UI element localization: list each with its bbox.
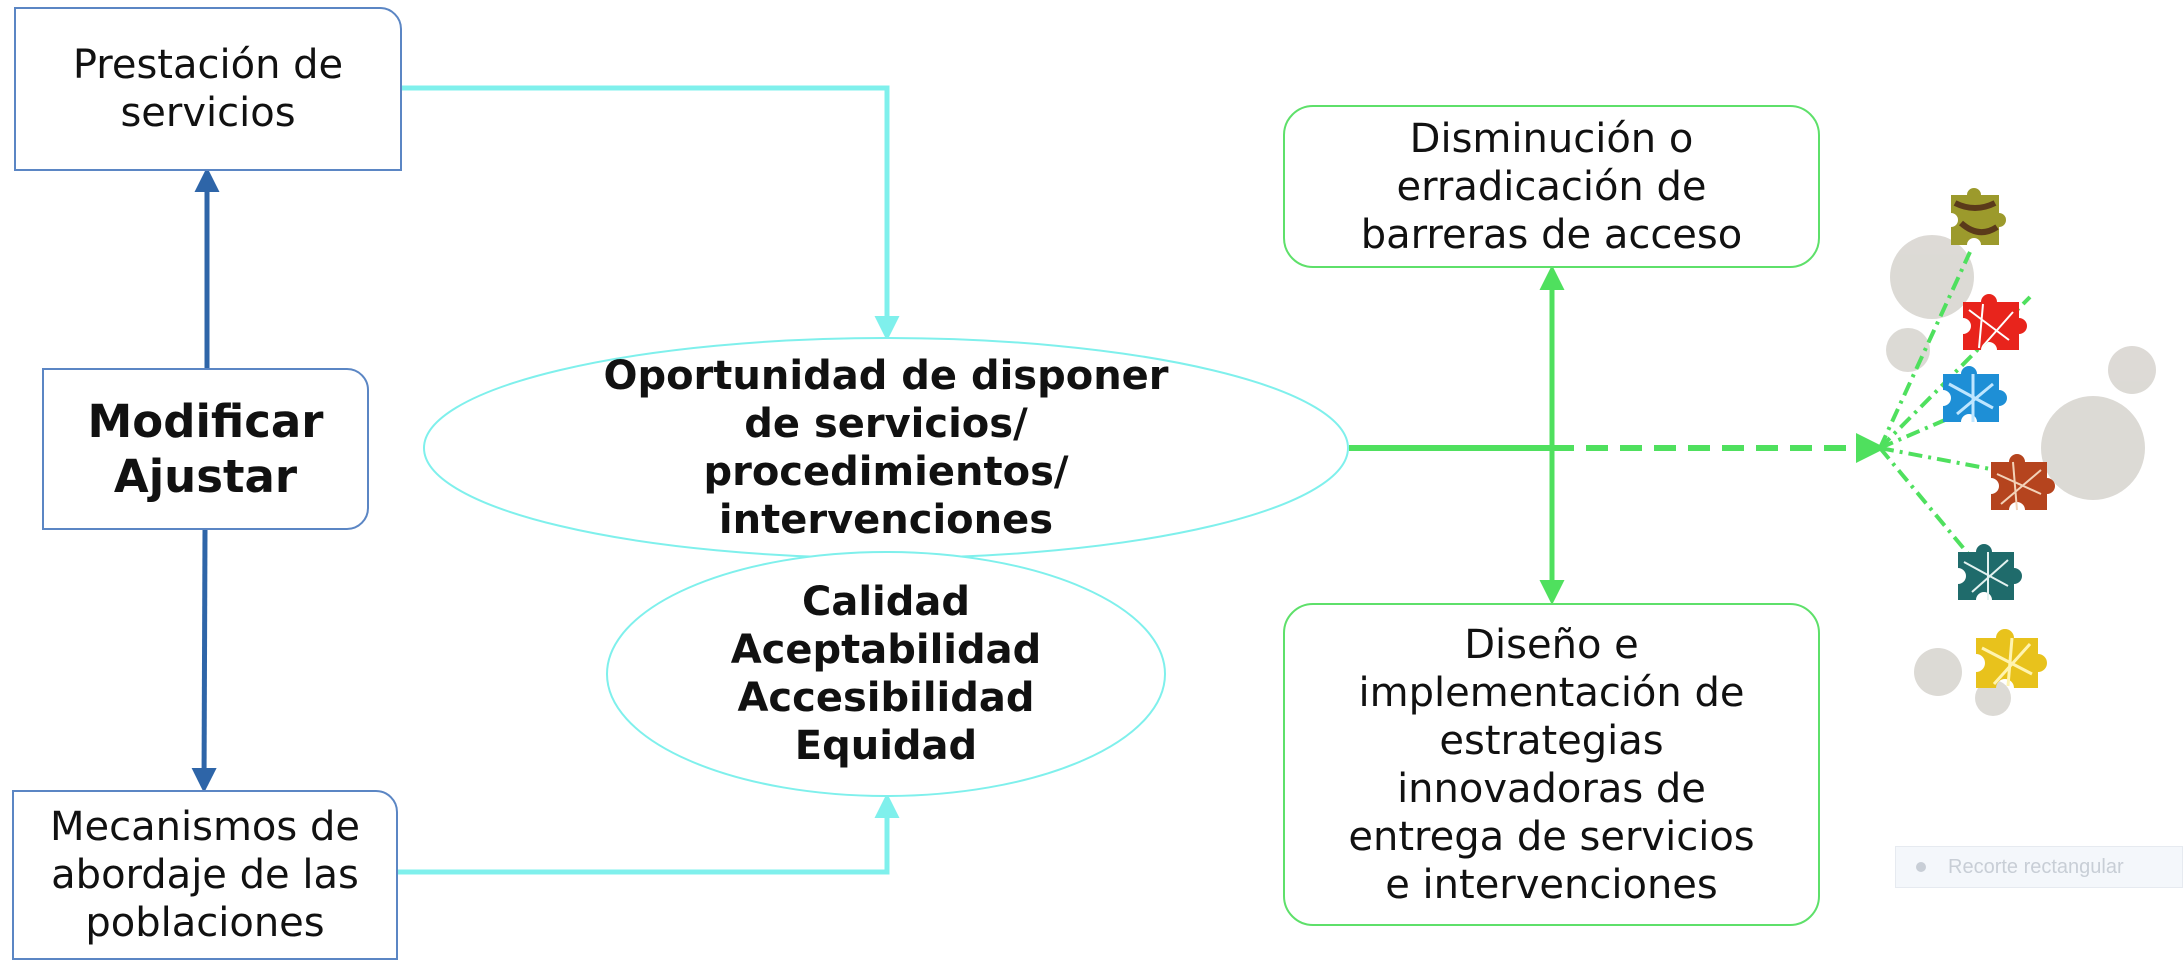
- oportunidad-label: Oportunidad de disponer de servicios/ pr…: [603, 353, 1169, 543]
- box-modificar-ajustar: Modificar Ajustar: [42, 368, 369, 530]
- tooltip-label: Recorte rectangular: [1948, 855, 2124, 878]
- mecanismos-label: Mecanismos de abordaje de las poblacione…: [50, 804, 360, 946]
- puzzle-piece-teal-icon: [1958, 544, 2022, 600]
- connector-mecanismos-to-calidad: [398, 793, 900, 875]
- box-diseno-estrategias: Diseño e implementación de estrategias i…: [1283, 603, 1820, 926]
- snipping-tool-tooltip: Recorte rectangular: [1895, 846, 2183, 888]
- record-dot-icon: [1916, 862, 1926, 872]
- oportunidad-text-block: Oportunidad de disponer de servicios/ pr…: [520, 345, 1252, 551]
- ellipse-calidad: [606, 551, 1166, 797]
- box-prestacion-de-servicios: Prestación de servicios: [14, 7, 402, 171]
- puzzle-piece-brown-icon: [1991, 454, 2055, 511]
- arrow-modificar-to-mecanismos: [191, 529, 217, 793]
- puzzle-piece-red-icon: [1963, 294, 2027, 350]
- prestacion-label: Prestación de servicios: [72, 42, 344, 136]
- disminucion-label: Disminución o erradicación de barreras d…: [1360, 115, 1743, 258]
- calidad-text-block: Calidad Aceptabilidad Accesibilidad Equi…: [660, 575, 1112, 773]
- puzzle-piece-olive-icon: [1951, 188, 2006, 245]
- puzzle-background-circles: [1886, 235, 2156, 716]
- puzzle-piece-blue-icon: [1943, 366, 2007, 422]
- connector-prestacion-to-oportunidad: [402, 85, 900, 341]
- modificar-label: Modificar Ajustar: [87, 395, 324, 503]
- puzzle-piece-yellow-icon: [1976, 629, 2047, 688]
- calidad-label: Calidad Aceptabilidad Accesibilidad Equi…: [730, 579, 1042, 769]
- diseno-label: Diseño e implementación de estrategias i…: [1348, 621, 1755, 908]
- box-mecanismos-de-abordaje: Mecanismos de abordaje de las poblacione…: [12, 790, 398, 960]
- box-disminucion-barreras: Disminución o erradicación de barreras d…: [1283, 105, 1820, 268]
